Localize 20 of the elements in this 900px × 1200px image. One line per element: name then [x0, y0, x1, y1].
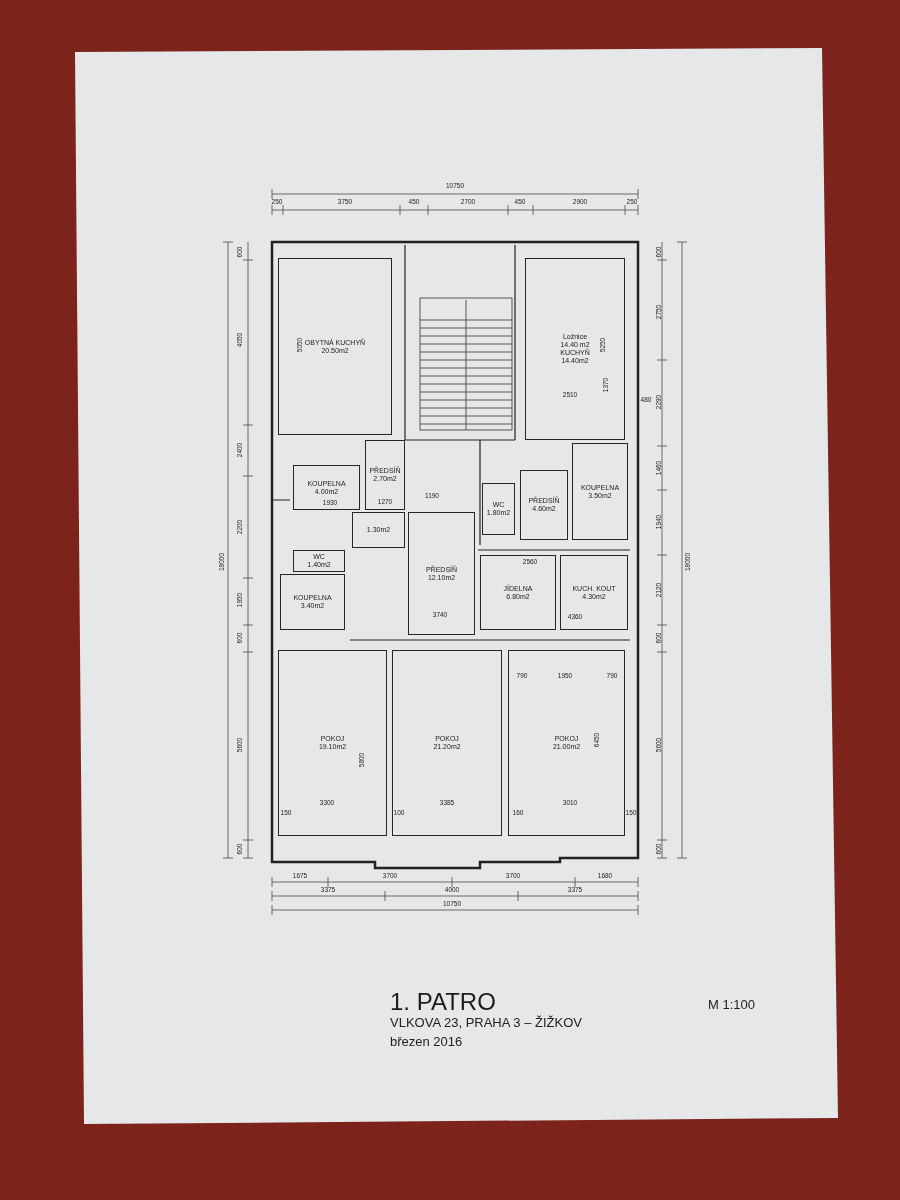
dining-room [480, 555, 556, 630]
bathroom-room [280, 574, 345, 630]
hallway-room [352, 512, 405, 548]
kitchen-room [278, 258, 392, 435]
hallway-room [365, 440, 405, 510]
note-text: M 1:100 [708, 997, 755, 1011]
note-text: březen 2016 [390, 1034, 463, 1048]
bathroom-room [293, 465, 360, 510]
plan-title: 1. PATRO [390, 990, 496, 1014]
bathroom-room [572, 443, 628, 540]
hallway-room [520, 470, 568, 540]
bedroom-room [525, 258, 625, 440]
toilet-room [293, 550, 345, 572]
hallway-room [408, 512, 475, 635]
living-room [278, 650, 387, 836]
kitchenette-room [560, 555, 628, 630]
note-text: VLKOVA 23, PRAHA 3 – ŽIŽKOV [390, 1015, 582, 1029]
living-room [508, 650, 625, 836]
living-room [392, 650, 502, 836]
toilet-room [482, 483, 515, 535]
